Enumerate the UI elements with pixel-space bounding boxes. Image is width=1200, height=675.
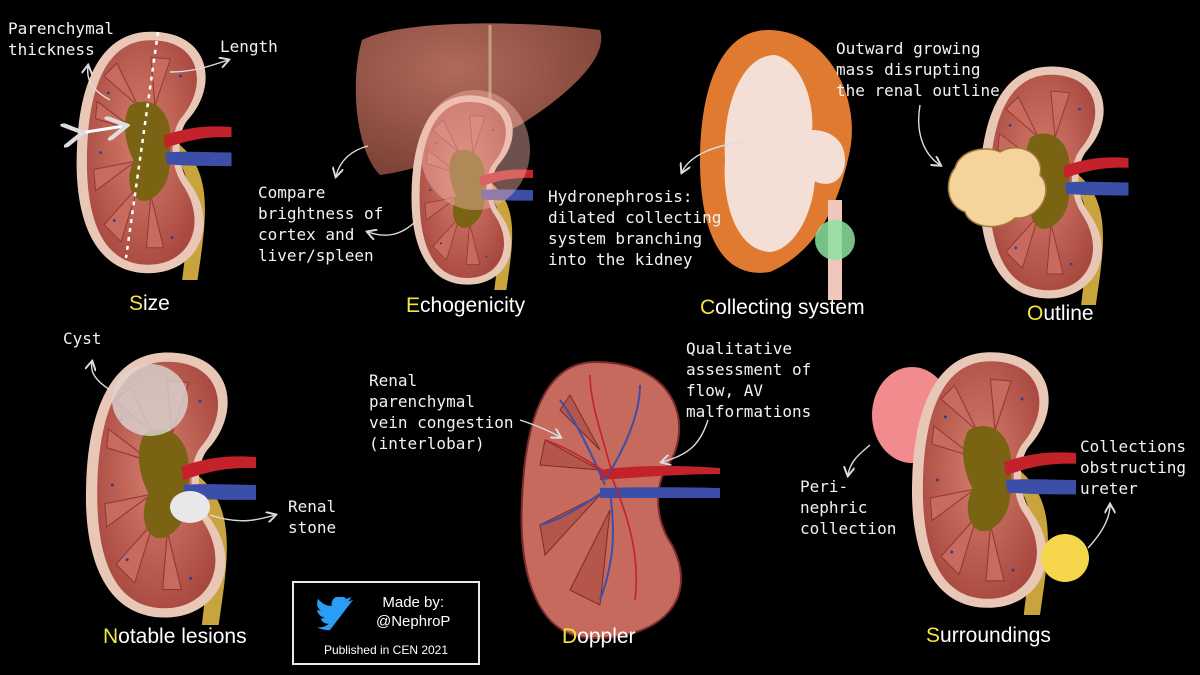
surroundings-illustration	[848, 351, 1110, 615]
note-parenchymal-thickness: Parenchymal thickness	[8, 19, 114, 59]
credit-publication: Published in CEN 2021	[323, 643, 449, 657]
note-qualitative-flow: Qualitative assessment of flow, AV malfo…	[686, 339, 812, 421]
twitter-bird-icon	[317, 597, 354, 631]
heading-echogenicity: Echogenicity	[406, 294, 526, 317]
heading-size: Size	[129, 292, 170, 315]
note-outward-mass: Outward growing mass disrupting the rena…	[836, 39, 1000, 100]
heading-notable-lesions: Notable lesions	[103, 625, 247, 648]
credit-box: Made by: @NephroP Published in CEN 2021	[292, 581, 480, 665]
note-obstructing-ureter: Collections obstructing ureter	[1080, 437, 1186, 498]
note-hydronephrosis: Hydronephrosis: dilated collecting syste…	[548, 187, 722, 269]
echogenicity-liver-kidney-illustration	[336, 23, 602, 290]
heading-collecting-system: Collecting system	[700, 296, 865, 319]
heading-surroundings: Surroundings	[926, 624, 1051, 647]
collecting-system-illustration	[682, 30, 855, 300]
notable-lesions-illustration	[86, 351, 275, 625]
doppler-vessels-illustration	[519, 360, 720, 640]
credit-author: Made by: @NephroP	[376, 594, 451, 630]
note-length: Length	[220, 37, 278, 56]
outline-mass-illustration	[918, 65, 1130, 305]
note-cyst: Cyst	[63, 329, 102, 348]
heading-doppler: Doppler	[562, 625, 636, 648]
note-renal-stone: Renal stone	[288, 497, 337, 537]
note-perinephric-collection: Peri- nephric collection	[800, 477, 897, 538]
note-compare-brightness: Compare brightness of cortex and liver/s…	[258, 183, 384, 265]
heading-outline: Outline	[1027, 302, 1094, 325]
size-kidney-illustration	[77, 31, 233, 280]
note-vein-congestion: Renal parenchymal vein congestion (inter…	[369, 371, 514, 453]
